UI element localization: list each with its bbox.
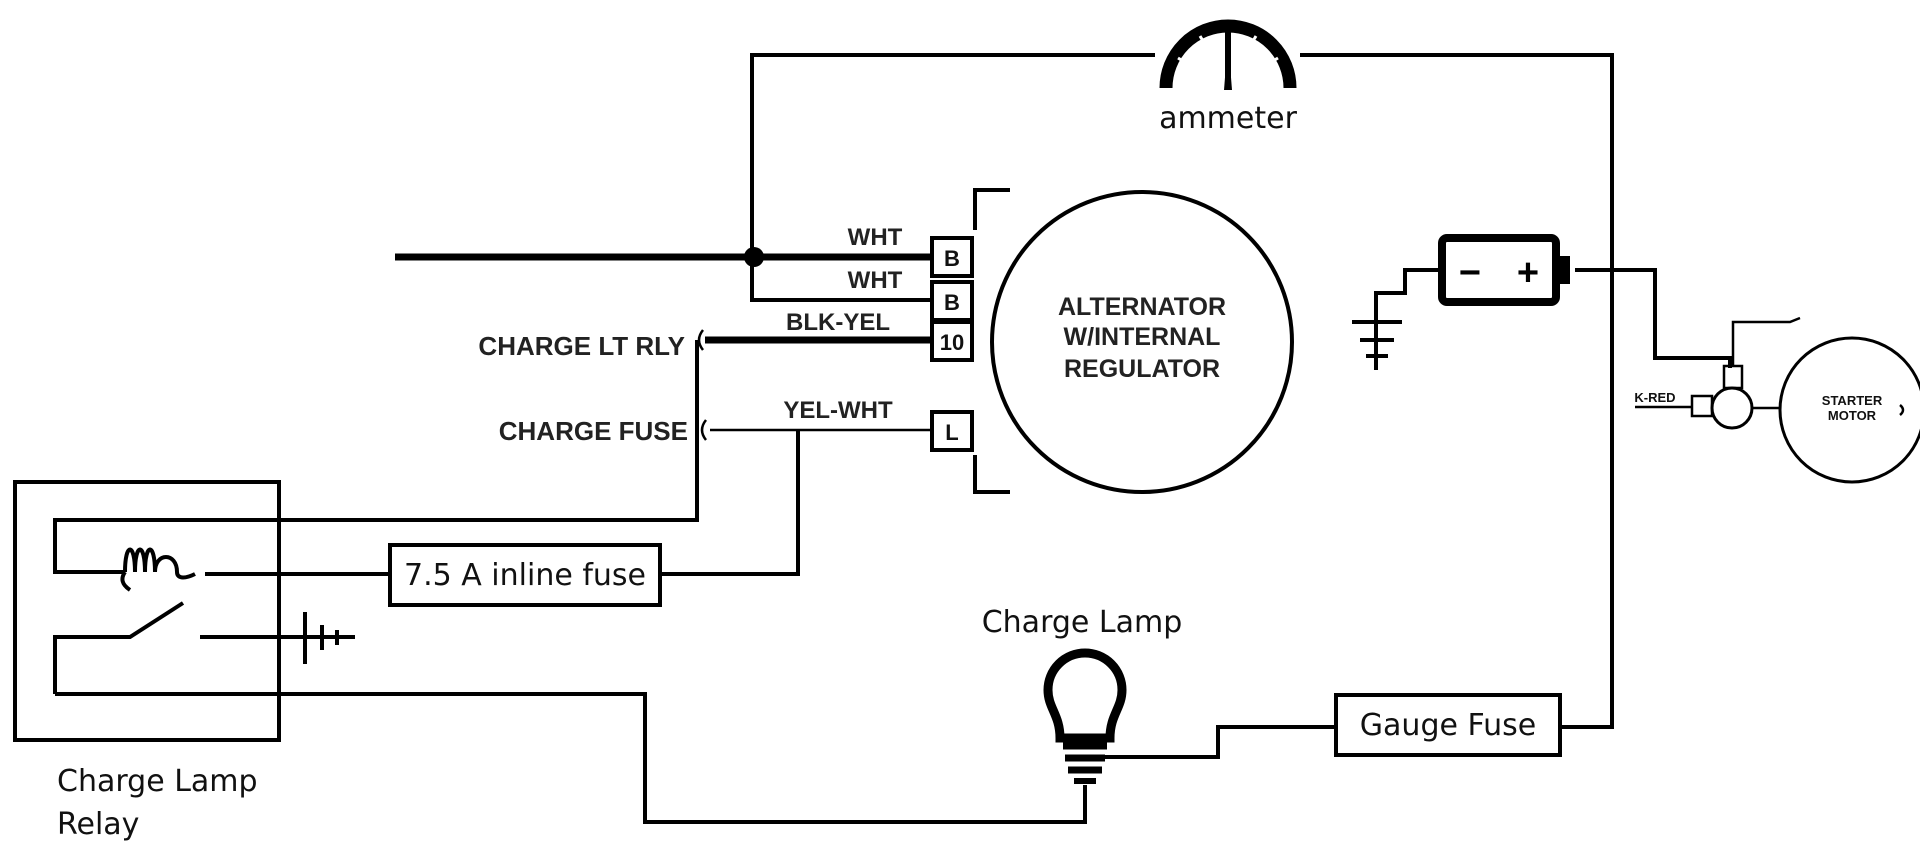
battery-minus: − (1459, 252, 1481, 294)
break-mark-icon (697, 329, 705, 351)
terminal-10-label: 10 (940, 330, 964, 355)
relay-coil-icon (120, 547, 196, 592)
wire-label-wht1: WHT (848, 224, 903, 251)
alternator-circle (990, 190, 1294, 494)
terminal-b2: B (930, 280, 974, 322)
terminal-l-label: L (945, 420, 958, 445)
wire-relay-to-lamp (55, 692, 1087, 824)
wire-to-inline-fuse (660, 430, 800, 576)
terminal-10: 10 (930, 320, 974, 362)
ammeter-icon (1159, 19, 1297, 90)
alternator-line2: W/INTERNAL (1064, 323, 1221, 351)
alternator-line1: ALTERNATOR (1058, 293, 1226, 321)
wire-lamp-to-gauge-fuse (1085, 725, 1336, 759)
wire-ammeter-left (750, 53, 1155, 262)
terminal-b2-label: B (944, 290, 960, 315)
alternator: ALTERNATOR W/INTERNAL REGULATOR (973, 188, 1294, 494)
wire-battery-to-starter (1575, 268, 1732, 368)
charge-lamp-label: Charge Lamp (982, 605, 1183, 640)
gauge-fuse-box (1334, 693, 1562, 757)
wire-ammeter-right (1300, 53, 1614, 729)
charge-fuse-label: CHARGE FUSE (499, 416, 688, 446)
wire-charge-lt-rly (53, 340, 699, 574)
solenoid-icon (1710, 386, 1754, 430)
starter-motor: STARTER MOTOR K-RED (1634, 316, 1920, 484)
inline-fuse-box (388, 543, 662, 607)
wire-label-yel-wht: YEL-WHT (783, 397, 893, 424)
alternator-line3: REGULATOR (1064, 355, 1220, 383)
starter-terminal-icon (1899, 404, 1905, 416)
starter-wire-label: K-RED (1634, 390, 1675, 405)
inline-fuse-label: 7.5 A inline fuse (404, 558, 646, 593)
terminal-b1-label: B (944, 246, 960, 271)
ammeter-label: ammeter (1159, 101, 1298, 136)
wire-battery-ground (1374, 268, 1442, 370)
lightbulb-icon (1043, 648, 1127, 784)
wire-wht-b2 (750, 257, 930, 302)
starter-line2: MOTOR (1828, 408, 1877, 423)
relay-label-line2: Relay (57, 807, 139, 842)
wire-label-blk-yel: BLK-YEL (786, 309, 890, 336)
battery-plus: + (1517, 252, 1539, 294)
gauge-fuse-label: Gauge Fuse (1360, 708, 1536, 743)
starter-circle (1778, 336, 1920, 484)
terminal-l: L (930, 410, 974, 452)
charge-lt-rly-label: CHARGE LT RLY (478, 331, 685, 361)
terminal-b1: B (930, 236, 974, 278)
break-mark-icon (700, 419, 708, 441)
wire-label-wht2: WHT (848, 267, 903, 294)
starter-line1: STARTER (1822, 393, 1883, 408)
relay-label-line1: Charge Lamp (57, 764, 258, 799)
battery-icon: − + (1438, 234, 1570, 306)
relay-switch-left (53, 601, 185, 694)
charge-lamp-relay-box (13, 480, 281, 742)
